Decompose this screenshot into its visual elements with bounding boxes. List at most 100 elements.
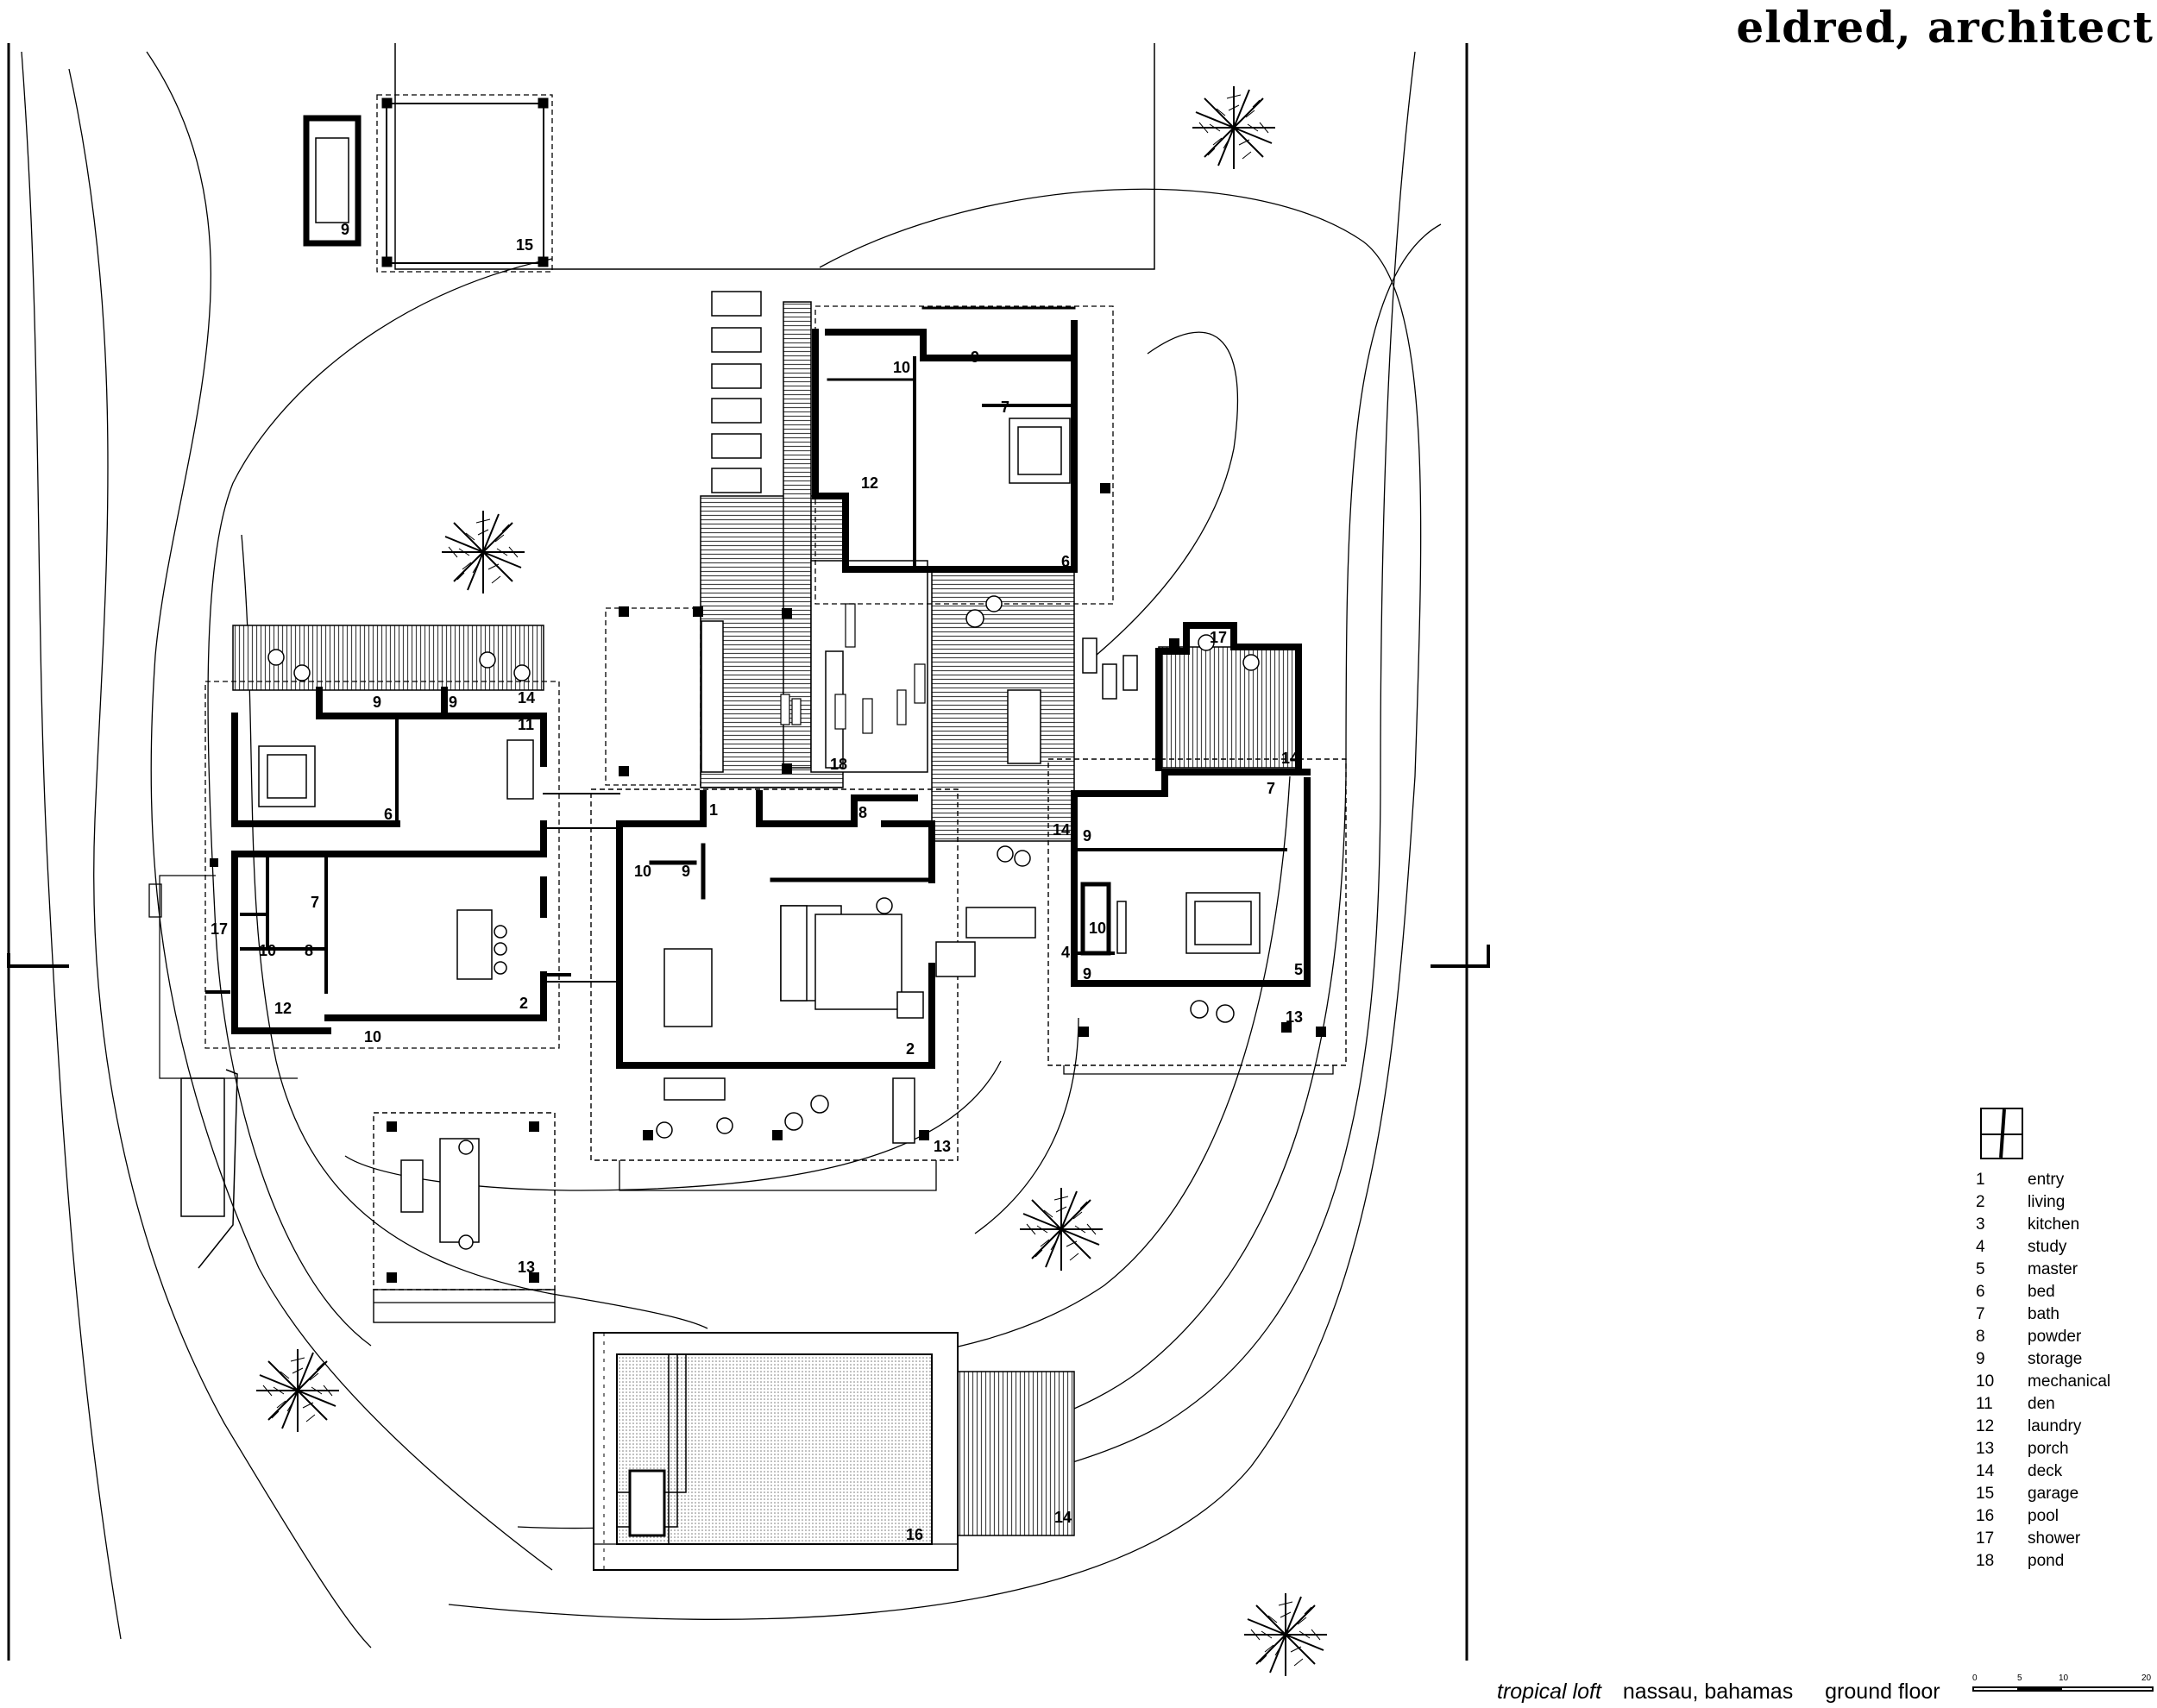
legend-number: 8 bbox=[1976, 1328, 1985, 1346]
legend-number: 1 bbox=[1976, 1171, 1985, 1189]
project-name: tropical loft bbox=[1497, 1680, 1601, 1704]
room-number: 9 bbox=[341, 221, 349, 238]
legend-number: 16 bbox=[1976, 1507, 1995, 1525]
scale-tick: 20 bbox=[2141, 1673, 2152, 1683]
scale-tick: 5 bbox=[2017, 1673, 2022, 1683]
firm-name: eldred, architect bbox=[1736, 2, 2154, 53]
room-number: 12 bbox=[274, 1000, 292, 1017]
room-number: 7 bbox=[1267, 780, 1275, 797]
columns bbox=[210, 483, 1326, 1283]
legend-label: study bbox=[2028, 1238, 2067, 1256]
room-number: 7 bbox=[311, 894, 319, 911]
legend-label: pool bbox=[2028, 1507, 2059, 1525]
legend-number: 14 bbox=[1976, 1462, 1995, 1480]
pond bbox=[701, 560, 1041, 773]
legend-label: kitchen bbox=[2028, 1215, 2080, 1234]
legend-item: 10 mechanical bbox=[1976, 1371, 2148, 1393]
room-number: 9 bbox=[1083, 827, 1091, 845]
legend-number: 13 bbox=[1976, 1440, 1995, 1458]
room-number: 9 bbox=[1083, 965, 1091, 983]
scale-bar: 0 5 10 20 bbox=[1972, 1673, 2154, 1706]
legend-number: 6 bbox=[1976, 1283, 1985, 1301]
room-number: 10 bbox=[364, 1028, 381, 1046]
legend-item: 16 pool bbox=[1976, 1505, 2148, 1528]
room-number: 14 bbox=[1053, 821, 1070, 838]
title-block: tropical loft nassau, bahamas ground flo… bbox=[1497, 1680, 1940, 1705]
room-number: 5 bbox=[1294, 961, 1303, 978]
room-number: 13 bbox=[934, 1138, 951, 1155]
room-number: 4 bbox=[1061, 944, 1070, 961]
legend-number: 4 bbox=[1976, 1238, 1985, 1256]
legend-number: 15 bbox=[1976, 1485, 1995, 1503]
legend-label: deck bbox=[2028, 1462, 2063, 1480]
pool bbox=[593, 1332, 959, 1571]
legend-item: 5 master bbox=[1976, 1259, 2148, 1281]
legend-item: 11 den bbox=[1976, 1393, 2148, 1416]
room-number: 14 bbox=[518, 689, 535, 706]
legend-number: 10 bbox=[1976, 1372, 1995, 1391]
legend-number: 18 bbox=[1976, 1552, 1995, 1570]
room-number: 17 bbox=[1210, 629, 1227, 646]
room-number: 9 bbox=[682, 863, 690, 880]
room-number: 18 bbox=[830, 756, 847, 773]
legend-label: pond bbox=[2028, 1552, 2065, 1570]
legend-number: 7 bbox=[1976, 1305, 1985, 1323]
scale-tick: 10 bbox=[2059, 1673, 2069, 1683]
floor-level: ground floor bbox=[1825, 1680, 1940, 1704]
room-number: 16 bbox=[906, 1526, 923, 1543]
room-number: 14 bbox=[1054, 1509, 1072, 1526]
walls bbox=[205, 306, 1311, 1069]
legend-label: bed bbox=[2028, 1283, 2055, 1301]
room-number: 6 bbox=[1061, 553, 1070, 570]
room-number: 11 bbox=[518, 716, 534, 733]
legend-item: 4 study bbox=[1976, 1236, 2148, 1259]
room-number: 17 bbox=[211, 920, 228, 938]
room-number: 10 bbox=[1089, 920, 1106, 937]
legend-label: den bbox=[2028, 1395, 2055, 1413]
scale-tick: 0 bbox=[1972, 1673, 1978, 1683]
legend-number: 11 bbox=[1976, 1395, 1993, 1413]
legend-item: 6 bed bbox=[1976, 1281, 2148, 1303]
room-number: 7 bbox=[1001, 399, 1009, 416]
legend-item: 1 entry bbox=[1976, 1169, 2148, 1191]
room-number: 9 bbox=[449, 694, 457, 711]
site-boundaries bbox=[7, 43, 1490, 1661]
legend-item: 8 powder bbox=[1976, 1326, 2148, 1348]
furniture bbox=[258, 418, 1261, 1243]
legend-label: storage bbox=[2028, 1350, 2083, 1368]
legend-label: living bbox=[2028, 1193, 2066, 1211]
north-arrow bbox=[1980, 1108, 2023, 1159]
legend-number: 12 bbox=[1976, 1417, 1995, 1435]
room-number: 10 bbox=[634, 863, 651, 880]
legend-item: 18 pond bbox=[1976, 1550, 2148, 1573]
legend-item: 9 storage bbox=[1976, 1348, 2148, 1371]
chairs bbox=[267, 595, 1260, 1250]
room-number: 10 bbox=[893, 359, 910, 376]
legend-label: powder bbox=[2028, 1328, 2082, 1346]
legend-label: mechanical bbox=[2028, 1372, 2111, 1391]
legend-item: 13 porch bbox=[1976, 1438, 2148, 1460]
legend-label: master bbox=[2028, 1260, 2078, 1278]
legend-number: 17 bbox=[1976, 1529, 1995, 1548]
legend-number: 5 bbox=[1976, 1260, 1985, 1278]
room-number: 15 bbox=[516, 236, 533, 254]
legend-label: entry bbox=[2028, 1171, 2065, 1189]
room-number: 9 bbox=[373, 694, 381, 711]
room-number: 13 bbox=[518, 1259, 535, 1276]
legend-number: 9 bbox=[1976, 1350, 1985, 1368]
room-number: 6 bbox=[384, 806, 393, 823]
room-number: 12 bbox=[861, 474, 878, 492]
room-number: 2 bbox=[519, 995, 528, 1012]
legend-label: porch bbox=[2028, 1440, 2069, 1458]
decking bbox=[232, 301, 1302, 1536]
room-number: 1 bbox=[709, 801, 718, 819]
project-location: nassau, bahamas bbox=[1622, 1680, 1794, 1704]
room-number: 14 bbox=[1281, 750, 1299, 767]
